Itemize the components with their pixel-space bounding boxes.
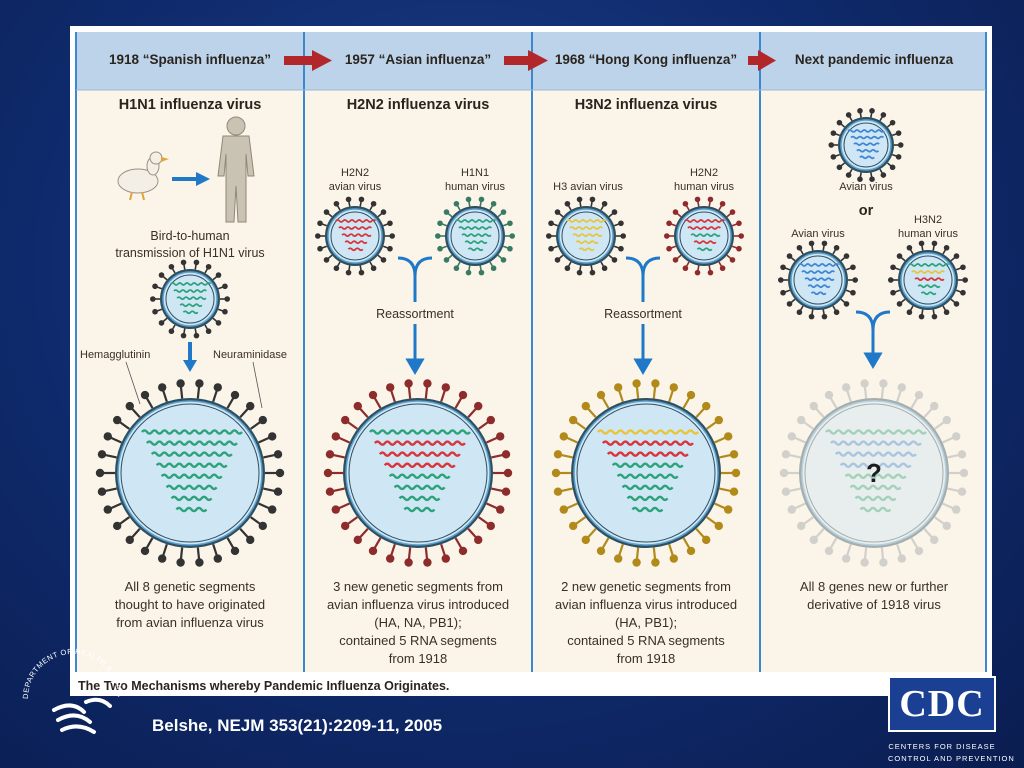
svg-text:(HA, NA, PB1);: (HA, NA, PB1); [374,615,461,630]
virus-h1n1-human [435,196,515,276]
down-arrow-col1 [183,342,197,372]
svg-text:All 8 genes new or further: All 8 genes new or further [800,579,949,594]
svg-text:from 1918: from 1918 [389,651,448,666]
citation: Belshe, NEJM 353(21):2209-11, 2005 [152,716,443,735]
header-1968: 1968 “Hong Kong influenza” [555,52,737,67]
unknown-question-mark: ? [866,458,882,488]
or-label: or [859,203,874,219]
hhs-seal-text: DEPARTMENT OF HEALTH & HUMAN SERVICES [14,640,125,699]
influenza-pandemic-figure: 1918 “Spanish influenza” 1957 “Asian inf… [70,26,992,696]
svg-text:contained 5 RNA segments: contained 5 RNA segments [567,633,725,648]
virus-h2n2-avian [315,196,396,276]
description-col1: All 8 genetic segments thought to have o… [115,579,265,630]
header-1957: 1957 “Asian influenza” [345,52,491,67]
svg-text:derivative of 1918 virus: derivative of 1918 virus [807,597,941,612]
svg-text:from avian influenza virus: from avian influenza virus [116,615,264,630]
figure-caption: The Two Mechanisms whereby Pandemic Infl… [78,679,449,693]
svg-text:2 new genetic segments from: 2 new genetic segments from [561,579,731,594]
description-col3: 2 new genetic segments from avian influe… [555,579,737,666]
description-col4: All 8 genes new or further derivative of… [800,579,949,612]
caption-bird-to-human-2: transmission of H1N1 virus [115,246,264,260]
label-h2n2-human-2: human virus [674,181,734,193]
reassortment-label-bg-col3 [593,302,693,324]
label-avian-virus-top: Avian virus [839,181,893,193]
virus-avian-left [778,240,858,320]
svg-text:from 1918: from 1918 [617,651,676,666]
cdc-logo: CDC CENTERS FOR DISEASE CONTROL AND PREV… [888,676,1015,764]
svg-text:avian influenza virus introduc: avian influenza virus introduced [327,597,509,612]
svg-text:avian influenza virus introduc: avian influenza virus introduced [555,597,737,612]
pointer-lines [125,361,263,409]
column-dividers [75,32,987,672]
virus-h2n2-human [664,196,744,276]
description-col2: 3 new genetic segments from avian influe… [327,579,509,666]
label-h2n2-human-1: H2N2 [690,167,718,179]
subtype-h2n2: H2N2 influenza virus [347,97,490,113]
pandemic-diagram: 1918 “Spanish influenza” 1957 “Asian inf… [75,32,987,693]
svg-text:All 8 genetic segments: All 8 genetic segments [125,579,256,594]
virus-large-1968 [551,379,741,567]
reassortment-label-col3: Reassortment [604,307,682,321]
cdc-line-2: CONTROL AND PREVENTION [888,754,1015,763]
timeline-arrows [284,50,776,71]
subtype-h1n1: H1N1 influenza virus [119,97,262,113]
label-neuraminidase: Neuraminidase [213,349,287,361]
label-avian-virus-left: Avian virus [791,228,845,240]
caption-bird-to-human-1: Bird-to-human [150,229,229,243]
reassortment-connector-col4 [855,310,891,369]
svg-text:thought to have originated: thought to have originated [115,597,265,612]
label-h3-avian: H3 avian virus [553,181,623,193]
eagle-profile-icon [52,697,112,734]
virus-small-h1n1 [150,259,230,339]
human-figure-icon [217,116,255,223]
label-h3n2-human-2: human virus [898,228,958,240]
virus-large-1918 [95,379,285,567]
svg-text:(HA, PB1);: (HA, PB1); [615,615,677,630]
label-h1n1-human-2: human virus [445,181,505,193]
reassortment-label-bg-col2 [365,302,465,324]
reassortment-label-col2: Reassortment [376,307,454,321]
bird-icon [117,151,169,201]
label-hemagglutinin: Hemagglutinin [80,349,150,361]
virus-avian-top [828,108,904,182]
virus-large-1957 [323,379,513,567]
virus-h3n2-human [888,240,968,320]
cdc-line-1: CENTERS FOR DISEASE [888,742,996,751]
svg-text:3 new genetic segments from: 3 new genetic segments from [333,579,503,594]
virus-h3-avian [546,196,626,276]
header-next: Next pandemic influenza [795,52,954,67]
svg-text:DEPARTMENT OF HEALTH & HUMAN S: DEPARTMENT OF HEALTH & HUMAN SERVICES [14,640,125,699]
hhs-seal-logo: DEPARTMENT OF HEALTH & HUMAN SERVICES [14,640,125,734]
svg-text:contained 5 RNA segments: contained 5 RNA segments [339,633,497,648]
header-1918: 1918 “Spanish influenza” [109,52,271,67]
cdc-logo-mark: CDC [888,676,996,732]
virus-large-next [779,379,969,567]
transmission-arrow [172,172,210,186]
label-h2n2-avian-1: H2N2 [341,167,369,179]
subtype-h3n2: H3N2 influenza virus [575,97,718,113]
label-h1n1-human-1: H1N1 [461,167,489,179]
label-h2n2-avian-2: avian virus [329,181,382,193]
label-h3n2-human-1: H3N2 [914,214,942,226]
